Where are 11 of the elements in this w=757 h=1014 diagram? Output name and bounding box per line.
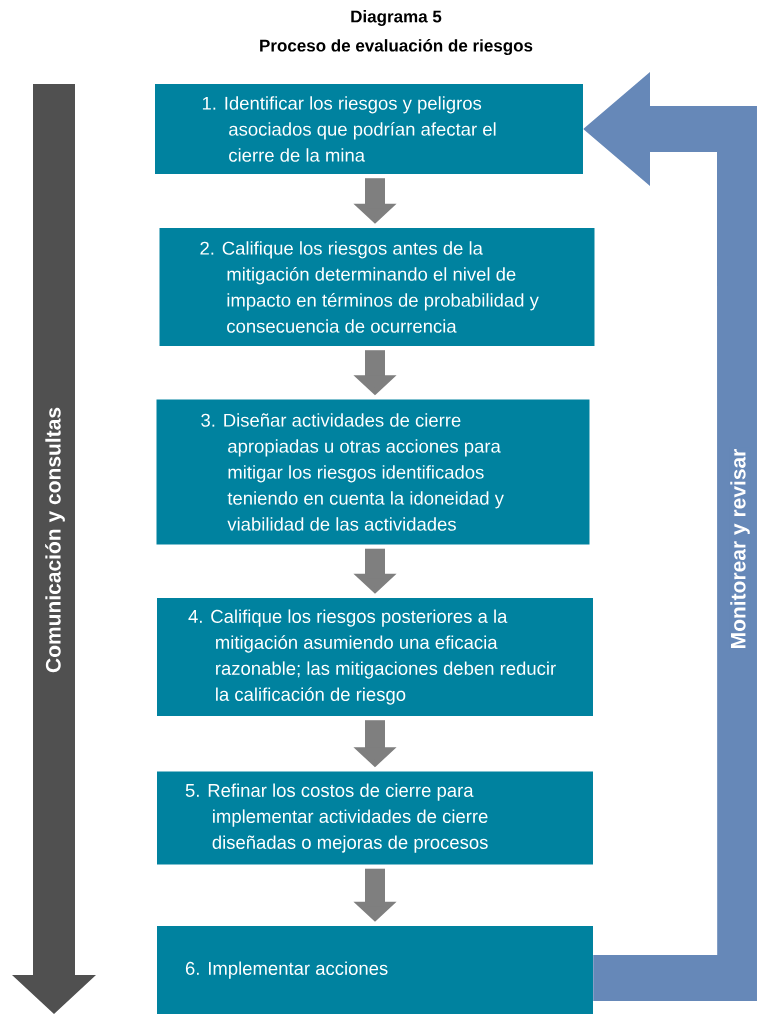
process-box: 3. Diseñar actividades de cierre apropiadas u otras acciones para mitigar los riesgos identificados teniendo en cuenta la idoneidad y viabilidad de las actividades [156,399,590,545]
arrow-label: Comunicación y consultas [45,407,65,673]
edge-label: Monitorear y revisar [729,447,751,651]
process-box: 6. Implementar acciones [157,926,593,1014]
process-box: 2. Califique los riesgos antes de la mitigación determinando el nivel de impacto en términos de probabilidad y consecuencia de ocurrencia [159,228,595,346]
process-box: 4. Califique los riesgos posteriores a la mitigación asumiendo una eficacia razonable; las mitigaciones deben reducir la calificación de riesgo [157,598,593,716]
subtitle: Proceso de evaluación de riesgos [260,38,533,56]
title: Diagrama 5 [351,10,442,26]
feedback-arrow [583,72,757,1001]
process-box: 1. Identificar los riesgos y peligros asociados que podrían afectar el cierre de la mina [155,84,583,174]
process-box: 5. Refinar los costos de cierre para implementar actividades de cierre diseñadas o mejoras de procesos [157,771,593,865]
